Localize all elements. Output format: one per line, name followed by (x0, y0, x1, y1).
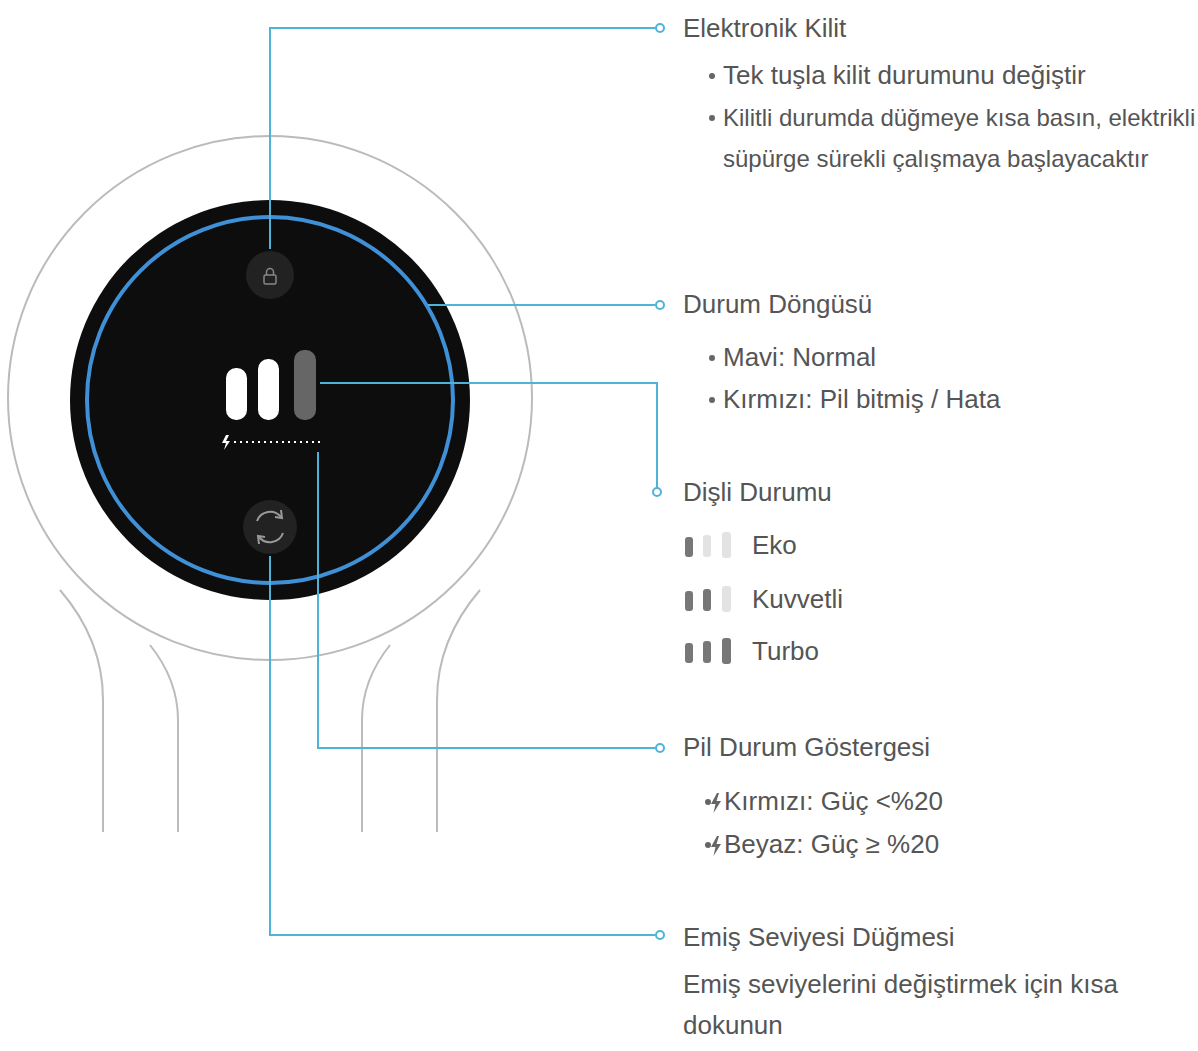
bolt-icon (710, 835, 722, 857)
gear-legend-icons (685, 532, 731, 664)
callout-text: Kırmızı: Güç <%20 (724, 786, 943, 816)
callout-block: Mavi: Normal (683, 337, 1183, 378)
callout-block: Pil Durum Göstergesi (683, 727, 1183, 768)
battery-dots (234, 441, 320, 443)
legend-entry: Kuvvetli (752, 579, 843, 620)
lock-icon (264, 269, 276, 285)
legend-entry: Turbo (752, 631, 819, 672)
callout-text: Dişli Durumu (683, 477, 832, 507)
callout-text: Durum Döngüsü (683, 289, 872, 319)
callout-heading: Pil Durum Göstergesi (683, 727, 1183, 768)
callout-heading: Dişli Durumu (683, 472, 1183, 513)
callout-note: Kırmızı: Pil bitmiş / Hata (683, 379, 1183, 420)
legend-entry: Eko (752, 525, 797, 566)
lock-button (246, 251, 294, 299)
callout-block: Emiş seviyelerini değiştirmek için kısa … (683, 964, 1193, 1046)
callout-note: Beyaz: Güç ≥ %20 (683, 824, 1183, 865)
callout-block: Kilitli durumda düğmeye kısa basın, elek… (683, 97, 1198, 179)
callout-text: Kırmızı: Pil bitmiş / Hata (723, 384, 1000, 414)
cycle-icon (257, 510, 283, 544)
callout-text: Pil Durum Göstergesi (683, 732, 930, 762)
legend-text: Eko (752, 525, 797, 566)
callout-note: Kırmızı: Güç <%20 (683, 781, 1183, 822)
callout-heading: Emiş Seviyesi Düğmesi (683, 917, 1183, 958)
callout-text: Kilitli durumda düğmeye kısa basın, elek… (723, 104, 1195, 172)
callout-note: Mavi: Normal (683, 337, 1183, 378)
battery-bolt (222, 435, 230, 450)
callout-heading: Elektronik Kilit (683, 8, 1183, 49)
callout-note: Kilitli durumda düğmeye kısa basın, elek… (683, 97, 1198, 179)
callout-block: Kırmızı: Güç <%20 (683, 781, 1183, 822)
gear-bars (226, 350, 316, 420)
callout-note: Tek tuşla kilit durumunu değiştir (683, 55, 1193, 96)
callout-text: Tek tuşla kilit durumunu değiştir (723, 60, 1086, 90)
callout-text: Mavi: Normal (723, 342, 876, 372)
callout-text: Beyaz: Güç ≥ %20 (724, 829, 939, 859)
callout-text: Emiş seviyelerini değiştirmek için kısa … (683, 969, 1118, 1040)
callout-block: Emiş Seviyesi Düğmesi (683, 917, 1183, 958)
leader-ends (653, 24, 664, 939)
leader-lines (270, 28, 657, 935)
suction-button (243, 500, 297, 554)
callout-block: Beyaz: Güç ≥ %20 (683, 824, 1183, 865)
callout-text: Emiş Seviyesi Düğmesi (683, 922, 955, 952)
callout-block: Tek tuşla kilit durumunu değiştir (683, 55, 1193, 96)
callout-block: Durum Döngüsü (683, 284, 1183, 325)
callout-block: Kırmızı: Pil bitmiş / Hata (683, 379, 1183, 420)
callout-block: Dişli Durumu (683, 472, 1183, 513)
display-disc (70, 200, 470, 600)
legend-text: Turbo (752, 631, 819, 672)
status-ring (87, 217, 453, 583)
callout-heading: Emiş seviyelerini değiştirmek için kısa … (683, 964, 1193, 1046)
bolt-icon (710, 792, 722, 814)
callout-text: Elektronik Kilit (683, 13, 846, 43)
legend-text: Kuvvetli (752, 579, 843, 620)
callout-heading: Durum Döngüsü (683, 284, 1183, 325)
callout-block: Elektronik Kilit (683, 8, 1183, 49)
